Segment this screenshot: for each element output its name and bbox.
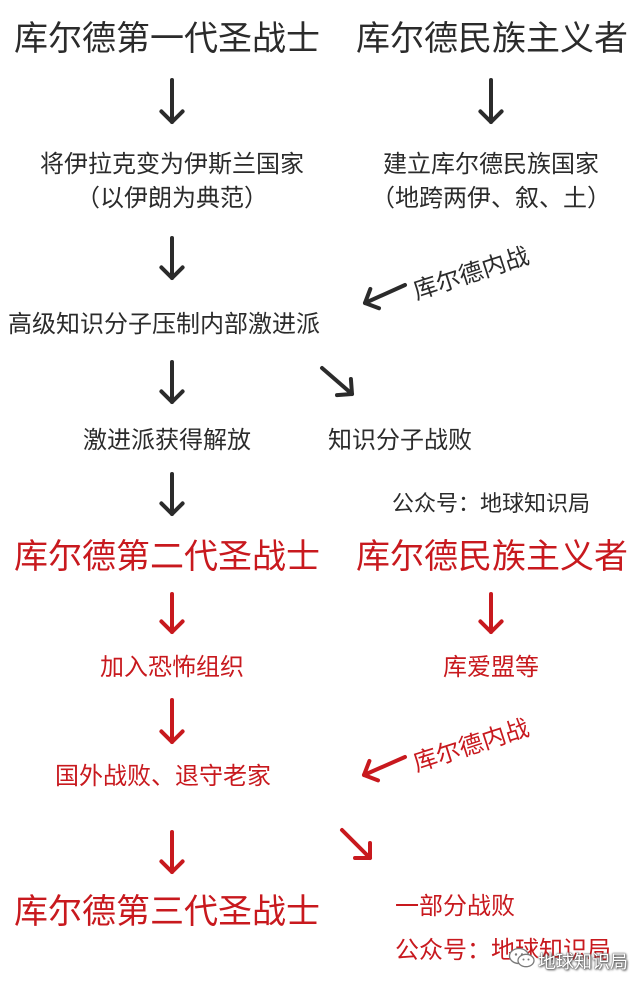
nationalist-goal-line1: 建立库尔德民族国家 [383,150,599,178]
jihadist-goal-line2: （以伊朗为典范） [76,184,268,212]
second-gen-nationalist-title: 库尔德民族主义者 [356,537,628,577]
jihadist-goal-line1: 将伊拉克变为伊斯兰国家 [40,150,304,178]
first-gen-jihadist-title: 库尔德第一代圣战士 [14,19,320,59]
arrow-down-5a [159,592,185,634]
retreat-node: 国外战败、退守老家 [55,762,271,790]
arrow-down-5b [478,592,504,634]
arrow-down-7a [159,830,185,874]
radicals-freed-node: 激进派获得解放 [83,426,251,454]
pkk-node: 库爱盟等 [443,653,539,681]
mid-watermark: 公众号：地球知识局 [392,492,591,517]
arrow-down-4a [159,472,185,516]
partial-defeat-node: 一部分战败 [395,892,515,920]
arrow-civil-war-2 [362,755,407,783]
arrow-down-2a [159,236,185,280]
suppression-node: 高级知识分子压制内部激进派 [8,310,320,338]
nationalist-goal-line2: （地跨两伊、叙、土） [371,184,611,212]
third-gen-jihadist-title: 库尔德第三代圣战士 [14,892,320,932]
second-gen-jihadist-title: 库尔德第二代圣战士 [14,537,320,577]
first-gen-nationalist-title: 库尔德民族主义者 [356,19,628,59]
arrow-civil-war-1 [363,283,407,311]
intellectuals-defeated-node: 知识分子战败 [328,426,472,454]
bottom-watermark: 公众号：地球知识局 [395,936,611,964]
arrow-down-1a [159,78,185,124]
arrow-down-1b [478,78,504,124]
wechat-icon [508,947,535,968]
join-terror-node: 加入恐怖组织 [100,653,244,681]
arrow-down-3a [159,360,185,404]
arrow-diag-1 [320,366,354,398]
arrow-down-6a [159,698,185,744]
corner-watermark-text: 地球知识局 [538,952,628,973]
arrow-diag-2 [340,828,372,860]
